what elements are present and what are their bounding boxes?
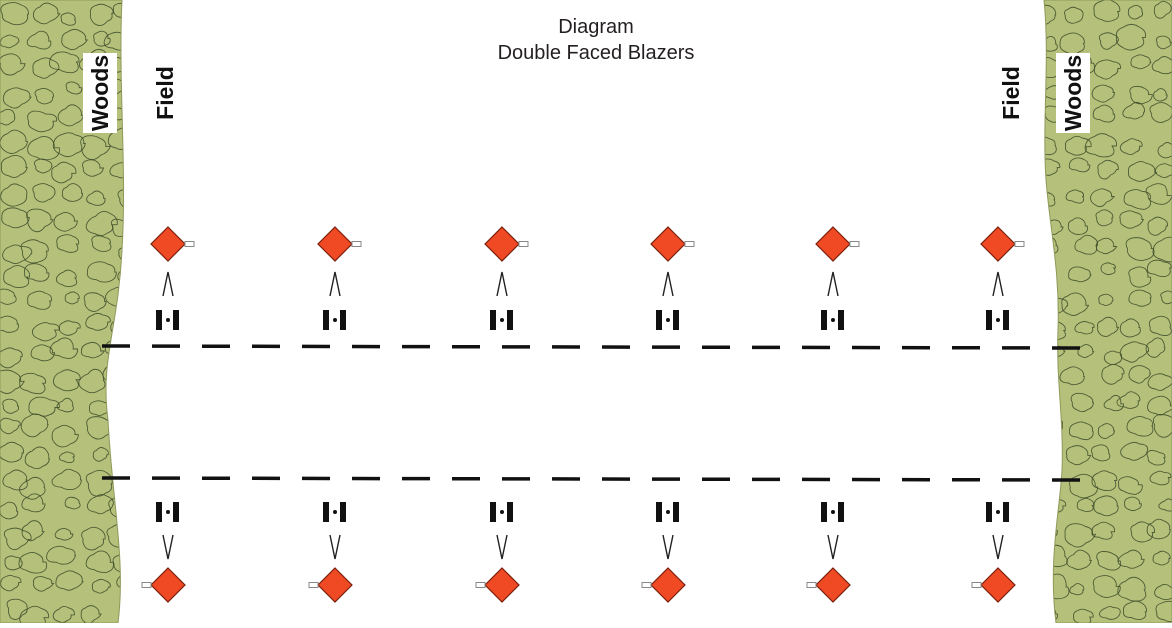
blazer-bar-left bbox=[821, 502, 827, 522]
blazer-bar-right bbox=[673, 502, 679, 522]
blazer-bar-right bbox=[173, 310, 179, 330]
chevron-down-icon bbox=[992, 534, 1004, 560]
blazer-dot bbox=[166, 510, 170, 514]
trail-edge-lower bbox=[101, 476, 1083, 482]
blazer-bar-right bbox=[1003, 310, 1009, 330]
woods-right-area bbox=[1043, 0, 1172, 624]
blazer-bar-left bbox=[656, 310, 662, 330]
post-icon bbox=[308, 582, 319, 588]
chevron-up-icon bbox=[662, 271, 674, 297]
diamond-sign-icon bbox=[150, 567, 186, 603]
diagram-title: Diagram bbox=[558, 16, 634, 38]
blaze-lower-row-5 bbox=[806, 502, 851, 603]
diamond-sign-icon bbox=[980, 226, 1016, 262]
field-right-label: Field bbox=[998, 66, 1024, 120]
blazer-dot bbox=[666, 318, 670, 322]
field-left-label: Field bbox=[152, 66, 178, 120]
blaze-lower-row-4 bbox=[641, 502, 686, 603]
blazer-bar-right bbox=[507, 310, 513, 330]
post-icon bbox=[971, 582, 982, 588]
post-icon bbox=[351, 241, 362, 247]
blazer-bar-left bbox=[821, 310, 827, 330]
blaze-upper-row-2 bbox=[317, 226, 362, 330]
post-icon bbox=[641, 582, 652, 588]
post-icon bbox=[475, 582, 486, 588]
blazer-bar-right bbox=[340, 310, 346, 330]
diamond-sign-icon bbox=[484, 567, 520, 603]
post-icon bbox=[141, 582, 152, 588]
blazer-bar-right bbox=[673, 310, 679, 330]
chevron-up-icon bbox=[162, 271, 174, 297]
blazer-bar-right bbox=[173, 502, 179, 522]
woods-left-label: Woods bbox=[83, 53, 117, 133]
blazer-dot bbox=[831, 510, 835, 514]
blazer-bar-left bbox=[656, 502, 662, 522]
post-icon bbox=[684, 241, 695, 247]
diamond-sign-icon bbox=[815, 567, 851, 603]
post-icon bbox=[849, 241, 860, 247]
post-icon bbox=[518, 241, 529, 247]
chevron-down-icon bbox=[496, 534, 508, 560]
chevron-up-icon bbox=[329, 271, 341, 297]
blazer-dot bbox=[166, 318, 170, 322]
blazer-bar-right bbox=[1003, 502, 1009, 522]
blaze-lower-row-6 bbox=[971, 502, 1016, 603]
blazer-bar-left bbox=[323, 502, 329, 522]
woods-left-area bbox=[0, 0, 125, 624]
blazer-bar-left bbox=[986, 502, 992, 522]
blazer-dot bbox=[333, 318, 337, 322]
blazer-dot bbox=[996, 318, 1000, 322]
blaze-upper-row-1 bbox=[150, 226, 195, 330]
diamond-sign-icon bbox=[815, 226, 851, 262]
woods-right-label: Woods bbox=[1056, 53, 1090, 133]
blazer-dot bbox=[500, 510, 504, 514]
blazer-dot bbox=[500, 318, 504, 322]
blazer-dot bbox=[996, 510, 1000, 514]
diamond-sign-icon bbox=[317, 567, 353, 603]
trail-edge-upper bbox=[101, 344, 1083, 350]
diagram-subtitle: Double Faced Blazers bbox=[497, 42, 695, 64]
chevron-down-icon bbox=[827, 534, 839, 560]
chevron-up-icon bbox=[827, 271, 839, 297]
blaze-upper-row-6 bbox=[980, 226, 1025, 330]
post-icon bbox=[806, 582, 817, 588]
diamond-sign-icon bbox=[650, 567, 686, 603]
post-icon bbox=[184, 241, 195, 247]
diamond-sign-icon bbox=[484, 226, 520, 262]
blazer-bar-right bbox=[838, 310, 844, 330]
blazer-dot bbox=[666, 510, 670, 514]
chevron-up-icon bbox=[496, 271, 508, 297]
chevron-down-icon bbox=[329, 534, 341, 560]
diamond-sign-icon bbox=[980, 567, 1016, 603]
blazer-dot bbox=[831, 318, 835, 322]
post-icon bbox=[1014, 241, 1025, 247]
blazer-bar-left bbox=[986, 310, 992, 330]
blaze-upper-row-5 bbox=[815, 226, 860, 330]
blazer-bar-left bbox=[490, 502, 496, 522]
chevron-up-icon bbox=[992, 271, 1004, 297]
blazer-bar-left bbox=[323, 310, 329, 330]
blaze-lower-row-2 bbox=[308, 502, 353, 603]
blazer-bar-right bbox=[507, 502, 513, 522]
blazer-bar-right bbox=[838, 502, 844, 522]
blaze-upper-row-4 bbox=[650, 226, 695, 330]
chevron-down-icon bbox=[162, 534, 174, 560]
diamond-sign-icon bbox=[317, 226, 353, 262]
blaze-markers bbox=[141, 226, 1025, 603]
blazer-bar-right bbox=[340, 502, 346, 522]
blazer-dot bbox=[333, 510, 337, 514]
blazer-bar-left bbox=[156, 310, 162, 330]
trail-edges bbox=[101, 344, 1083, 482]
blaze-lower-row-3 bbox=[475, 502, 520, 603]
diamond-sign-icon bbox=[150, 226, 186, 262]
diamond-sign-icon bbox=[650, 226, 686, 262]
chevron-down-icon bbox=[662, 534, 674, 560]
blazer-bar-left bbox=[490, 310, 496, 330]
blaze-upper-row-3 bbox=[484, 226, 529, 330]
blazer-bar-left bbox=[156, 502, 162, 522]
blaze-lower-row-1 bbox=[141, 502, 186, 603]
